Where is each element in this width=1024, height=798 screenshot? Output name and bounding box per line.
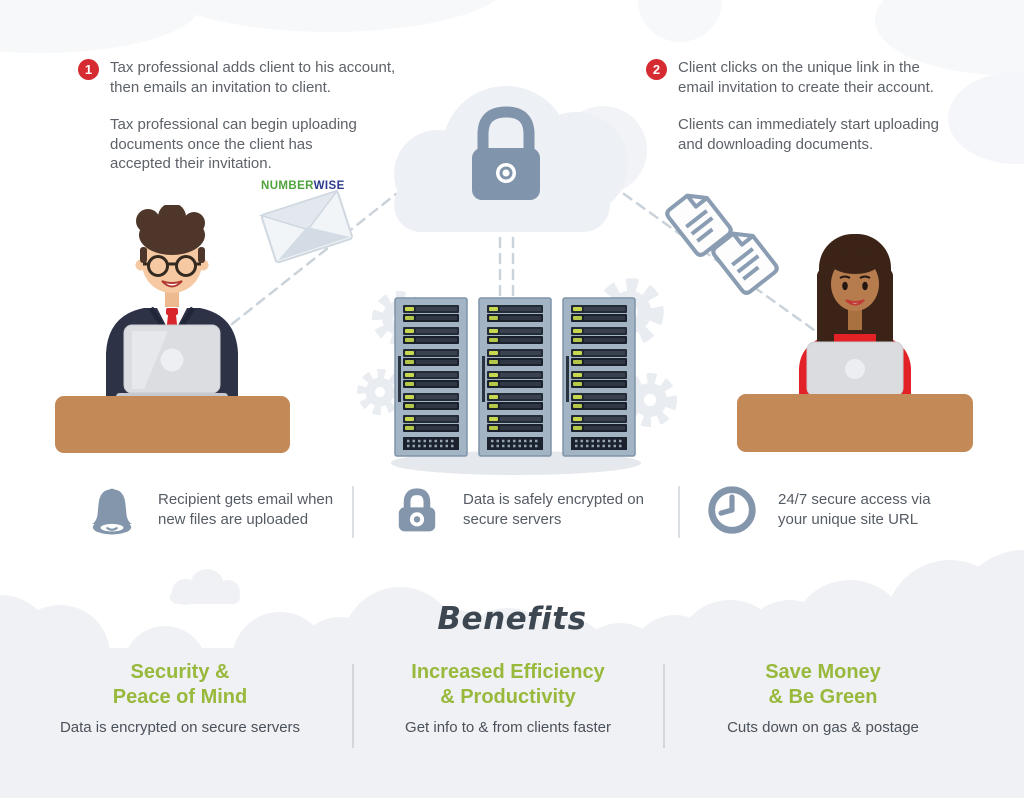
step-1-text: Tax professional adds client to his acco… xyxy=(110,58,395,192)
benefits-title: Benefits xyxy=(437,601,587,637)
numberwise-logo: NumberWise xyxy=(261,180,345,192)
lock-icon xyxy=(398,488,436,532)
bell-icon xyxy=(92,488,132,535)
feature-text: Recipient gets email when new files are … xyxy=(158,490,334,529)
cloud-puff xyxy=(170,569,240,605)
tax-professional-illustration xyxy=(55,205,290,453)
benefit-heading: Save Money & Be Green xyxy=(765,661,881,708)
step-2-badge: 2 xyxy=(646,59,667,80)
benefit-divider xyxy=(352,664,354,748)
server-rack xyxy=(391,296,641,475)
desk xyxy=(737,394,973,452)
feature-text: Data is safely encrypted on secure serve… xyxy=(463,490,644,529)
logo-part-wise: Wise xyxy=(313,180,345,192)
glasses-icon xyxy=(143,255,201,277)
smile xyxy=(845,299,865,306)
benefit-heading: Security & Peace of Mind xyxy=(112,661,248,708)
step-1-badge: 1 xyxy=(78,59,99,80)
benefit-description: Data is encrypted on secure servers xyxy=(59,719,301,736)
secure-cloud-illustration xyxy=(394,86,647,232)
benefit-heading: Increased Efficiency & Productivity xyxy=(411,661,605,708)
client-illustration xyxy=(737,234,973,452)
step-2-paragraph-1: Client clicks on the unique link in the … xyxy=(678,59,934,96)
hair xyxy=(136,205,205,263)
step-1-paragraph-2: Tax professional can begin uploading doc… xyxy=(110,116,357,172)
step-1-paragraph-1: Tax professional adds client to his acco… xyxy=(110,59,396,96)
logo-part-number: Number xyxy=(261,180,314,192)
feature-text: 24/7 secure access via your unique site … xyxy=(778,490,931,529)
desk xyxy=(55,396,290,453)
feature-divider xyxy=(678,486,680,538)
bottom-cloud-band xyxy=(0,550,1024,798)
envelope-icon xyxy=(258,189,353,264)
step-2-paragraph-2: Clients can immediately start uploading … xyxy=(678,116,939,153)
feature-divider xyxy=(352,486,354,538)
benefit-savings: Save Money & Be Green Cuts down on gas &… xyxy=(668,660,978,736)
benefit-security: Security & Peace of Mind Data is encrypt… xyxy=(20,660,340,736)
smile xyxy=(161,280,183,288)
clock-icon xyxy=(708,486,756,534)
lock-icon xyxy=(472,106,540,200)
step-1: 1 Tax professional adds client to his ac… xyxy=(78,58,395,192)
benefit-efficiency: Increased Efficiency & Productivity Get … xyxy=(348,660,668,736)
step-2: 2 Client clicks on the unique link in th… xyxy=(646,58,939,172)
feature-access: 24/7 secure access via your unique site … xyxy=(706,484,931,536)
benefit-description: Cuts down on gas & postage xyxy=(727,719,919,736)
laptop-icon xyxy=(798,341,912,400)
step-2-text: Client clicks on the unique link in the … xyxy=(678,58,939,172)
laptop-icon xyxy=(116,324,228,400)
feature-encryption: Data is safely encrypted on secure serve… xyxy=(391,484,644,536)
benefit-divider xyxy=(663,664,665,748)
feature-email-notification: Recipient gets email when new files are … xyxy=(86,484,333,536)
benefit-description: Get info to & from clients faster xyxy=(405,719,611,736)
